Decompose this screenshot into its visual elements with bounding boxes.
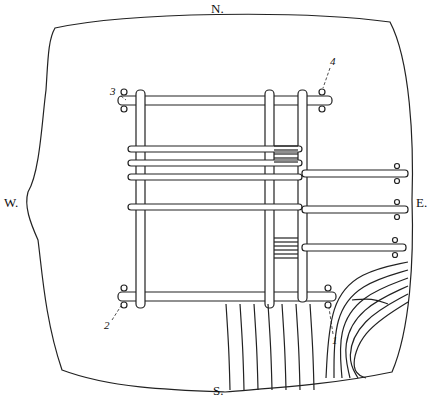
- lashing-stroke: [274, 241, 298, 242]
- step-edge: [350, 294, 408, 378]
- lashing-stroke: [274, 157, 298, 158]
- cross-slats: [128, 146, 302, 210]
- pit-outline: [27, 14, 413, 392]
- east-slats: [302, 170, 408, 251]
- lashing-stroke: [274, 249, 298, 250]
- step-edge: [352, 299, 388, 304]
- step-edge: [310, 304, 314, 390]
- step-edge: [268, 304, 272, 390]
- callout-number: 2: [104, 320, 110, 331]
- lashing-stroke: [274, 245, 298, 246]
- callout-number: 3: [110, 86, 116, 97]
- stakes: [121, 89, 400, 308]
- lashing-stroke: [274, 257, 298, 258]
- leader-lines: [112, 68, 333, 334]
- lashing-stroke: [274, 145, 298, 146]
- entrance-steps: [226, 262, 408, 390]
- step-edge: [282, 304, 286, 390]
- lashing-bundles: [274, 146, 298, 258]
- step-edge: [296, 304, 300, 390]
- lashing-stroke: [274, 237, 298, 238]
- lashing-stroke: [274, 161, 298, 162]
- step-edge: [254, 304, 258, 390]
- step-edge: [354, 302, 408, 378]
- lashing-stroke: [274, 253, 298, 254]
- step-edge: [334, 270, 408, 378]
- step-edge: [326, 262, 408, 378]
- step-edge: [240, 304, 244, 390]
- compass-label: N.: [211, 2, 224, 15]
- callout-number: 4: [330, 56, 336, 67]
- step-edge: [226, 304, 230, 390]
- step-edge: [340, 278, 408, 378]
- compass-label: S.: [213, 384, 223, 397]
- lashing-stroke: [274, 153, 298, 154]
- step-edge: [346, 286, 408, 378]
- compass-label: W.: [4, 196, 18, 209]
- frame-poles: [118, 90, 336, 308]
- callout-number: 1: [332, 335, 338, 346]
- compass-label: E.: [416, 196, 427, 209]
- lashing-stroke: [274, 149, 298, 150]
